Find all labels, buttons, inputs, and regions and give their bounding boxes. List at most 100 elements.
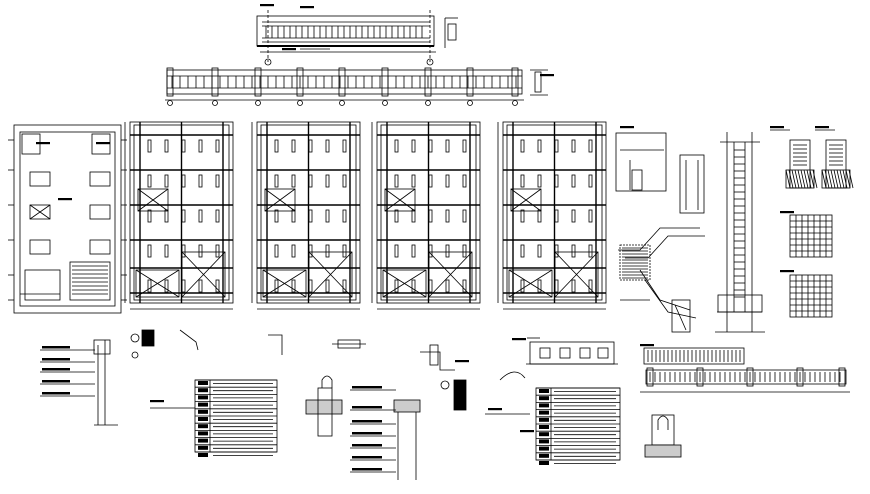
rebar-mark [147, 279, 152, 293]
beam-column [646, 367, 654, 387]
rebar-mark [308, 209, 313, 223]
table-hatch-cell [198, 417, 208, 421]
rebar-mark [462, 139, 467, 153]
annotation-mark [488, 408, 502, 411]
opening-cross [428, 251, 473, 298]
annotation-mark [770, 126, 784, 129]
rebar-mark [291, 244, 296, 258]
detail-notes-left [40, 329, 366, 426]
opening-cross [382, 269, 427, 298]
beam-column [796, 367, 804, 387]
annotation-mark [96, 142, 110, 145]
beam-column [211, 67, 219, 97]
table-hatch-cell [198, 402, 208, 407]
rebar-mark [342, 209, 347, 223]
rebar-mark [291, 174, 296, 188]
rebar-mark [198, 174, 203, 188]
rebar-mark [554, 209, 559, 223]
beam-column [381, 67, 389, 97]
rebar-mark [181, 279, 186, 293]
stair-opening [428, 251, 473, 298]
rebar-mark [554, 174, 559, 188]
rebar-mark [308, 139, 313, 153]
rebar-mark [411, 244, 416, 258]
rebar-mark [198, 279, 203, 293]
rebar-mark [164, 244, 169, 258]
slab-plan-4 [497, 121, 607, 310]
beam-column [338, 67, 346, 97]
rebar-mark [411, 209, 416, 223]
rebar-mark [147, 209, 152, 223]
rebar-mark [274, 279, 279, 293]
table-hatch-cell [198, 388, 208, 393]
stair-opening [308, 251, 353, 298]
rebar-mark [428, 139, 433, 153]
detail-notes-mid [305, 344, 530, 480]
rebar-mark [342, 174, 347, 188]
rebar-mark [325, 279, 330, 293]
table-hatch-cell [539, 432, 549, 437]
rebar-mark [445, 174, 450, 188]
beam-column [511, 67, 519, 97]
rebar-mark [445, 279, 450, 293]
rebar-mark [571, 139, 576, 153]
annotation-mark [455, 360, 469, 363]
stair-opening [382, 269, 427, 298]
table-hatch-cell [539, 425, 549, 429]
rebar-mark [181, 209, 186, 223]
table-hatch-cell [198, 445, 208, 450]
beam-column [296, 67, 304, 97]
rebar-mark [274, 209, 279, 223]
note-text-mark [352, 444, 382, 447]
rebar-mark [428, 279, 433, 293]
rebar-mark [291, 139, 296, 153]
rebar-mark [198, 244, 203, 258]
table-hatch-cell [539, 403, 549, 408]
rebar-mark [588, 139, 593, 153]
table-hatch-cell [198, 409, 208, 414]
slab-plan-2 [251, 121, 361, 310]
opening-cross [264, 188, 296, 212]
table-hatch-cell [198, 438, 208, 443]
table-hatch-cell [539, 410, 549, 415]
table-hatch-cell [539, 439, 549, 444]
concrete-hatch [848, 169, 854, 189]
rebar-mark [394, 139, 399, 153]
rebar-mark [428, 244, 433, 258]
concrete-hatch [803, 169, 809, 189]
stair-opening [508, 269, 553, 298]
rebar-mark [291, 279, 296, 293]
concrete-hatch [788, 169, 794, 189]
grid-bubble [512, 100, 518, 106]
rebar-mark [342, 279, 347, 293]
concrete-hatch [827, 169, 833, 189]
stair-opening [181, 251, 226, 298]
annotation-mark [640, 344, 654, 347]
rebar-mark [147, 174, 152, 188]
rebar-mark [164, 174, 169, 188]
table-hatch-cell [539, 453, 549, 458]
rebar-mark [588, 209, 593, 223]
ground-floor-plan [8, 124, 127, 314]
rebar-mark [588, 174, 593, 188]
note-text-mark [42, 346, 70, 349]
note-text-mark [42, 392, 70, 395]
note-text-mark [352, 468, 382, 471]
rebar-mark [520, 174, 525, 188]
shaft-opening [137, 188, 169, 212]
rebar-mark [198, 139, 203, 153]
grid-bubble [212, 100, 218, 106]
note-text-mark [352, 386, 382, 389]
rebar-mark [411, 139, 416, 153]
annotation-mark [58, 198, 72, 201]
rebar-mark [537, 174, 542, 188]
opening-cross [262, 269, 307, 298]
table-hatch-cell [539, 461, 549, 465]
beam-column [424, 67, 432, 97]
rebar-mark [215, 209, 220, 223]
rebar-mark [428, 209, 433, 223]
rebar-mark [274, 174, 279, 188]
rebar-mark [181, 139, 186, 153]
rebar-mark [571, 174, 576, 188]
